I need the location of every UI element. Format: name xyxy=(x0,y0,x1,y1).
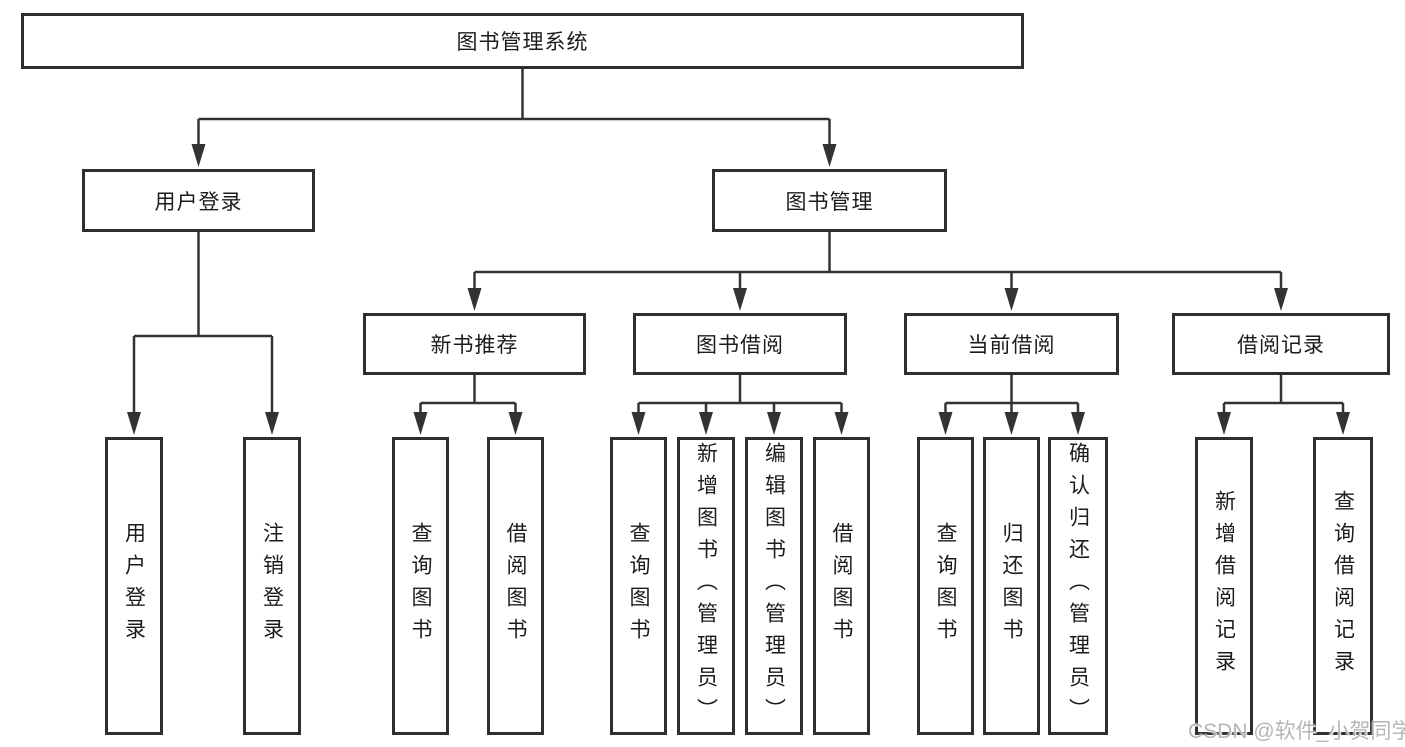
leaf-query-books-borrow: 查询图书 xyxy=(610,437,667,735)
leaf-confirm-return-admin: 确认归还（管理员） xyxy=(1048,437,1108,735)
node-label: 查询借阅记录 xyxy=(1331,490,1355,682)
node-label: 图书借阅 xyxy=(696,334,784,357)
node-label: 查询图书 xyxy=(409,522,432,650)
leaf-borrow-books-recommend: 借阅图书 xyxy=(487,437,544,735)
leaf-query-borrow-record: 查询借阅记录 xyxy=(1313,437,1373,735)
node-label: 新书推荐 xyxy=(430,334,519,357)
node-label: 注销登录 xyxy=(260,522,284,650)
node-label: 用户登录 xyxy=(154,190,243,214)
leaf-borrow-books: 借阅图书 xyxy=(813,437,870,735)
node-label: 图书管理系统 xyxy=(456,31,589,54)
node-label: 归还图书 xyxy=(1000,522,1023,650)
node-label: 查询图书 xyxy=(627,522,650,650)
node-root-system: 图书管理系统 xyxy=(21,13,1024,69)
node-label: 借阅图书 xyxy=(504,522,527,650)
leaf-user-login: 用户登录 xyxy=(105,437,163,735)
node-borrowing-records: 借阅记录 xyxy=(1172,313,1390,375)
leaf-query-books-current: 查询图书 xyxy=(917,437,974,735)
csdn-watermark: CSDN @软件_小贺同学 xyxy=(1188,720,1405,743)
node-label: 借阅记录 xyxy=(1237,334,1325,357)
node-label: 当前借阅 xyxy=(967,334,1056,357)
node-label: 新增图书（管理员） xyxy=(694,442,718,730)
leaf-query-books-recommend: 查询图书 xyxy=(392,437,449,735)
node-label: 借阅图书 xyxy=(830,522,853,650)
node-book-borrowing: 图书借阅 xyxy=(633,313,847,375)
leaf-add-borrow-record: 新增借阅记录 xyxy=(1195,437,1253,735)
node-label: 图书管理 xyxy=(785,190,874,214)
node-label: 用户登录 xyxy=(122,522,146,650)
leaf-return-books: 归还图书 xyxy=(983,437,1040,735)
leaf-edit-books-admin: 编辑图书（管理员） xyxy=(745,437,803,735)
node-label: 确认归还（管理员） xyxy=(1066,442,1090,730)
node-new-book-recommendation: 新书推荐 xyxy=(363,313,586,375)
node-label: 查询图书 xyxy=(934,522,957,650)
node-label: 编辑图书（管理员） xyxy=(762,442,786,730)
leaf-add-books-admin: 新增图书（管理员） xyxy=(677,437,735,735)
node-current-borrowing: 当前借阅 xyxy=(904,313,1119,375)
node-user-login: 用户登录 xyxy=(82,169,315,232)
leaf-logout: 注销登录 xyxy=(243,437,301,735)
node-book-management: 图书管理 xyxy=(712,169,947,232)
node-label: 新增借阅记录 xyxy=(1212,490,1236,682)
